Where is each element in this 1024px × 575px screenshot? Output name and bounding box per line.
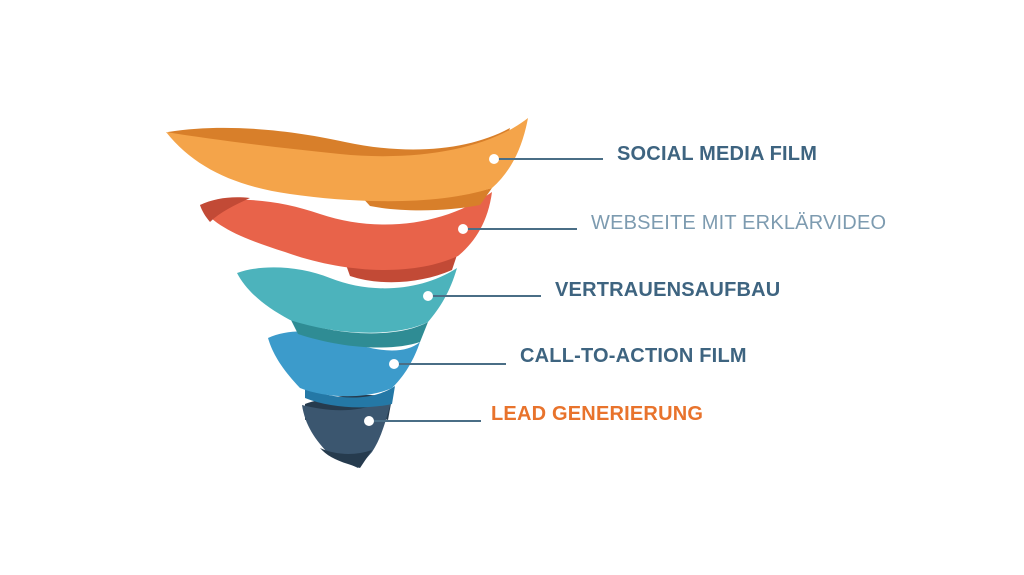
connector-dot-5 — [364, 416, 374, 426]
stage-label-lead-generierung: LEAD GENERIERUNG — [491, 403, 704, 425]
funnel-band-1 — [166, 118, 528, 211]
funnel-band-5-tip — [320, 448, 372, 468]
funnel-band-3 — [237, 267, 457, 348]
stage-label-social-media-film: SOCIAL MEDIA FILM — [617, 143, 818, 165]
stage-label-call-to-action-film: CALL-TO-ACTION FILM — [520, 345, 747, 367]
connector-dot-1 — [489, 154, 499, 164]
funnel-band-2 — [200, 192, 492, 283]
connector-dot-4 — [389, 359, 399, 369]
funnel-band-4-front — [268, 331, 420, 397]
connector-dot-2 — [458, 224, 468, 234]
funnel-band-4 — [268, 331, 420, 408]
funnel-band-1-inner — [360, 188, 492, 211]
funnel-band-4-back — [305, 386, 395, 408]
stage-label-vertrauensaufbau: VERTRAUENSAUFBAU — [555, 279, 781, 301]
funnel-band-2-front — [200, 192, 492, 270]
funnel-band-3-front — [237, 267, 457, 333]
stage-label-webseite-mit-erklaervideo: WEBSEITE MIT ERKLÄRVIDEO — [591, 212, 887, 234]
funnel-band-1-front — [166, 118, 528, 202]
funnel-band-3-back — [290, 318, 428, 348]
connector-dot-3 — [423, 291, 433, 301]
funnel-band-2-fold — [200, 197, 250, 222]
connectors — [364, 154, 603, 426]
funnel-band-5-front — [302, 398, 392, 468]
